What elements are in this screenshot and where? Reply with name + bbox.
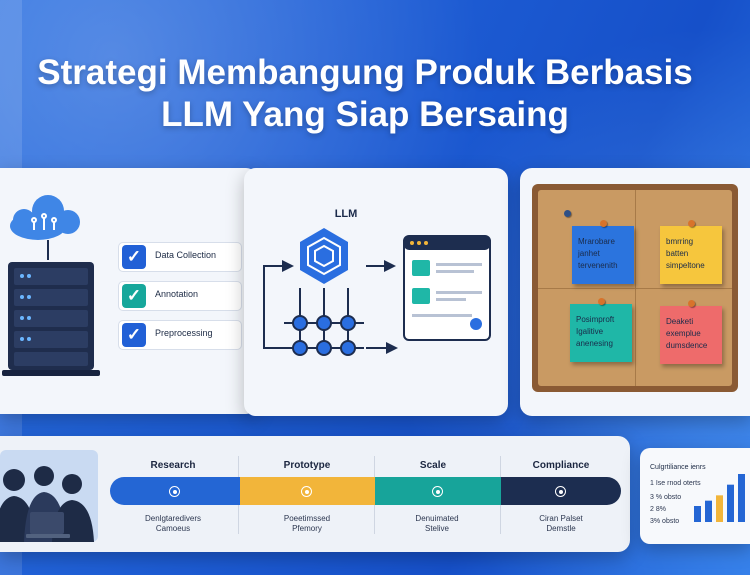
check-icon: ✓ <box>122 284 146 308</box>
sticky-note-1: Mrarobare janhet tervenenith <box>572 226 634 284</box>
stat-line-2: 3 % obsto <box>650 494 682 501</box>
llm-network-diagram <box>263 228 491 356</box>
stats-bar <box>716 495 723 522</box>
target-icon <box>169 486 180 497</box>
stats-card: Culgrtiliance ienrs 1 Ise rnod oterts 3 … <box>640 448 750 544</box>
target-icon <box>555 486 566 497</box>
sticky-note-4: Deaketi exemplue dumsdence <box>660 306 722 364</box>
checklist-label: Data Collection <box>155 250 217 260</box>
step-prototype-bar[interactable] <box>240 477 375 505</box>
title-line-2: LLM Yang Siap Bersaing <box>161 95 569 134</box>
pin-icon <box>688 300 695 307</box>
llm-chip-icon <box>300 228 348 284</box>
roadmap-panel: Research Prototype Scale Compliance Denl… <box>0 436 630 552</box>
pin-icon <box>564 210 571 217</box>
bar-chart-icon <box>694 474 745 522</box>
llm-label: LLM <box>334 208 358 220</box>
step-prototype-title: Prototype <box>283 460 331 471</box>
checklist-item-data-collection[interactable]: ✓ Data Collection <box>118 242 242 272</box>
stats-bar <box>694 506 701 522</box>
step-research-title: Research <box>150 460 196 471</box>
checklist-item-annotation[interactable]: ✓ Annotation <box>118 281 242 311</box>
stats-bar <box>705 500 712 522</box>
step-compliance-bar[interactable] <box>501 477 621 505</box>
sticky-board-panel: Mrarobare janhet tervenenith bmrring bat… <box>520 168 750 416</box>
check-icon: ✓ <box>122 323 146 347</box>
step-scale-desc: Denuimated Stelive <box>415 514 459 533</box>
app-window-icon <box>403 235 491 341</box>
step-compliance-desc: Ciran Palset Demstle <box>539 514 583 533</box>
step-scale-bar[interactable] <box>375 477 501 505</box>
title-line-1: Strategi Membangung Produk Berbasis <box>37 53 693 92</box>
pin-icon <box>598 298 605 305</box>
neural-node-icons <box>292 315 356 356</box>
sticky-note-3: Posimproft Igalitive anenesing <box>570 304 632 362</box>
target-icon <box>301 486 312 497</box>
step-research-bar[interactable] <box>110 477 240 505</box>
checklist-item-preprocessing[interactable]: ✓ Preprocessing <box>118 320 242 350</box>
stat-line-1: 1 Ise rnod oterts <box>650 480 701 487</box>
stats-bar <box>738 474 745 522</box>
stat-line-4: 3% obsto <box>650 518 680 525</box>
pin-icon <box>600 220 607 227</box>
stat-line-3: 2 8% <box>650 506 666 513</box>
target-icon <box>432 486 443 497</box>
page-title: Strategi Membangung Produk Berbasis LLM … <box>0 52 730 136</box>
cloud-icon <box>10 195 80 240</box>
pin-icon <box>688 220 695 227</box>
step-prototype-desc: Poeetimssed Pfemory <box>283 514 331 533</box>
checklist-label: Annotation <box>155 289 199 299</box>
data-pipeline-panel: ✓ Data Collection ✓ Annotation ✓ Preproc… <box>0 168 258 414</box>
check-icon: ✓ <box>122 245 146 269</box>
team-people-icon <box>0 450 98 542</box>
step-research-desc: Denlgtaredivers Camoeus <box>144 514 202 533</box>
stats-bar <box>727 484 734 522</box>
step-scale-title: Scale <box>419 460 447 471</box>
server-rack-icon <box>2 262 100 376</box>
checklist-label: Preprocessing <box>155 328 213 338</box>
llm-architecture-panel: LLM <box>244 168 508 416</box>
sticky-note-2: bmrring batten simpeltone <box>660 226 722 284</box>
step-compliance-title: Compliance <box>532 460 590 471</box>
cloud-server-icon <box>2 195 100 376</box>
stats-title: Culgrtiliance ienrs <box>650 464 706 471</box>
